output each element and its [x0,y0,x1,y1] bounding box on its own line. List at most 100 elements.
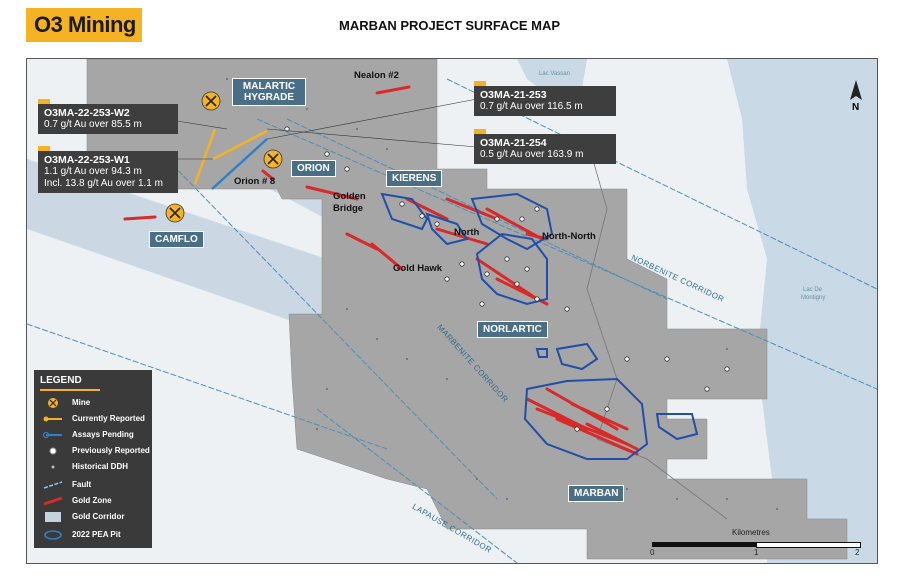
label-bridge: Bridge [333,203,364,214]
label-golden: Golden [333,191,366,202]
legend-item-currently-reported: Currently Reported [34,412,152,426]
deposit-label-norlartic[interactable]: NORLARTIC [477,321,548,338]
lac-vassan [517,59,587,94]
map-title: MARBAN PROJECT SURFACE MAP [338,18,560,33]
callout-tab [474,129,486,134]
deposit-label-orion[interactable]: ORION [291,160,336,177]
label-montigny: Montigny [801,295,826,301]
fault-3 [166,158,498,500]
deposit-label-malartic[interactable]: MALARTIC HYGRADE [232,78,306,106]
road-1 [586,138,618,440]
north-label: N [852,102,860,113]
map-frame[interactable]: MALARTIC HYGRADE ORION KIERENS CAMFLO NO… [26,58,878,564]
pit-north [470,192,554,251]
road-2 [596,438,728,520]
pit-golden-bridge [425,212,469,246]
legend-label: Historical DDH [72,462,129,471]
historical-ddh-icon [51,465,55,469]
currently-reported-icon [43,416,62,422]
assays-pending-trace [211,138,268,190]
gold-corridor-icon [45,512,61,522]
fault-icon [43,481,63,489]
scale-bar: Kilometres 0 1 2 [650,528,861,557]
scale-segment-2 [756,542,861,548]
callout-result: 0.7 g/t Au over 116.5 m [480,101,583,112]
legend-label: Gold Zone [72,496,112,505]
mine-icon-camflo [165,203,185,223]
scale-tick-1: 1 [754,548,759,557]
legend-item-historical-ddh: Historical DDH [34,460,152,474]
pit-kierens [380,192,429,231]
legend-label: 2022 PEA Pit [72,530,121,539]
label-north-north: North-North [542,231,596,242]
callout-hole-name: O3MA-22-253-W2 [44,107,130,119]
legend-title: LEGEND [40,375,82,386]
callout-tab [38,99,50,104]
fault-4 [256,118,877,390]
property-boundary [86,59,848,560]
callout-hole-name: O3MA-22-253-W1 [44,154,130,166]
pit-east [655,413,699,441]
currently-reported-trace-1 [193,128,217,185]
scale-label: Kilometres [732,528,770,537]
pit-marban [523,377,649,460]
lac-de-montigny [727,59,877,563]
callout-result: 0.7 g/t Au over 85.5 m [44,119,142,130]
legend-label: Previously Reported [72,446,150,455]
legend-label: Currently Reported [72,414,145,423]
callout-hole-name: O3MA-21-253 [480,89,547,101]
callout-tab [474,81,486,86]
legend-item-pea-pit: 2022 PEA Pit [34,528,152,542]
assays-pending-icon [42,431,62,439]
legend-item-gold-zone: Gold Zone [34,494,152,508]
pit-north-2 [475,232,548,306]
label-nealon: Nealon #2 [354,70,399,81]
deposit-label-kierens[interactable]: KIERENS [386,170,443,187]
historical-ddh [226,78,778,510]
currently-reported-trace-2 [212,129,268,161]
legend-item-gold-corridor: Gold Corridor [34,510,152,524]
map-canvas [27,59,877,563]
callout-o3ma-22-253-w1[interactable]: O3MA-22-253-W1 1.1 g/t Au over 94.3 m In… [38,146,178,193]
fault-1 [27,323,388,450]
label-north: North [454,227,480,238]
scale-tick-0: 0 [650,548,655,557]
legend-item-previously-reported: Previously Reported [34,444,152,458]
o3-mining-logo: O3 Mining [26,8,142,42]
legend-divider [40,389,100,391]
previously-reported-icon [49,447,57,455]
pea-pits [380,192,699,460]
deposit-label-marban[interactable]: MARBAN [568,485,625,502]
callout-o3ma-22-253-w2[interactable]: O3MA-22-253-W2 0.7 g/t Au over 85.5 m [38,99,178,134]
legend-panel: LEGEND Mine Currently Reported Assays Pe… [34,370,152,548]
leader-254 [266,128,478,148]
legend-item-assays-pending: Assays Pending [34,428,152,442]
legend-label: Assays Pending [72,430,134,439]
pit-small-1 [535,348,548,358]
label-lac-de: Lac De [803,287,823,293]
callout-hole-name: O3MA-21-254 [480,137,547,149]
mine-icon-orion [263,149,283,169]
pit-small-2 [555,342,599,371]
mine-icon-malartic [201,91,221,111]
scale-tick-2: 2 [855,548,860,557]
legend-item-fault: Fault [34,478,152,492]
legend-label: Fault [72,480,92,489]
north-arrow: N [846,78,866,118]
callout-tab [38,146,50,151]
callout-o3ma-21-254[interactable]: O3MA-21-254 0.5 g/t Au over 163.9 m [474,129,616,164]
gold-zone-icon [43,496,63,506]
legend-label: Mine [72,398,91,407]
label-gold-hawk: Gold Hawk [393,263,443,274]
callout-result-incl: Incl. 13.8 g/t Au over 1.1 m [44,178,163,189]
fault-6 [316,408,518,563]
callout-result: 1.1 g/t Au over 94.3 m [44,166,142,177]
leader-w2 [176,120,228,130]
mine-icon [48,398,58,408]
label-lac-vassan: Lac Vassan [539,71,570,77]
callout-result: 0.5 g/t Au over 163.9 m [480,149,584,160]
drill-holes [284,126,730,432]
deposit-label-camflo[interactable]: CAMFLO [149,231,204,248]
callout-o3ma-21-253[interactable]: O3MA-21-253 0.7 g/t Au over 116.5 m [474,81,616,116]
label-orion-8: Orion # 8 [234,176,276,187]
